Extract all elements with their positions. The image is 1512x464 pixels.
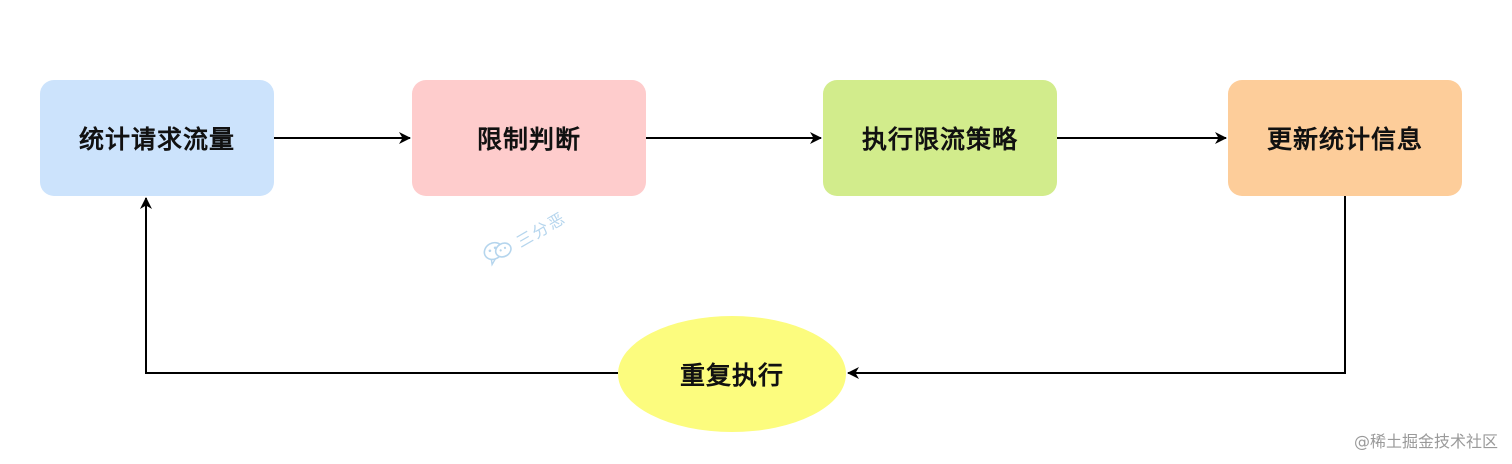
node-repeat: 重复执行 <box>618 316 846 432</box>
node-exec-strategy-label: 执行限流策略 <box>861 125 1018 154</box>
wechat-icon <box>479 233 519 272</box>
edge-repeat-to-stat <box>140 197 618 374</box>
node-limit-judge-label: 限制判断 <box>476 125 581 154</box>
node-update-stats: 更新统计信息 <box>1228 80 1462 196</box>
footer-watermark: @稀土掘金技术社区 <box>1353 432 1498 451</box>
node-repeat-label: 重复执行 <box>679 361 784 390</box>
node-stat-traffic-label: 统计请求流量 <box>78 125 235 154</box>
edge-update-to-repeat <box>847 196 1346 379</box>
node-exec-strategy: 执行限流策略 <box>823 80 1057 196</box>
node-limit-judge: 限制判断 <box>412 80 646 196</box>
node-stat-traffic: 统计请求流量 <box>40 80 274 196</box>
node-update-stats-label: 更新统计信息 <box>1266 125 1423 154</box>
watermark: 三分恶 <box>479 203 571 272</box>
